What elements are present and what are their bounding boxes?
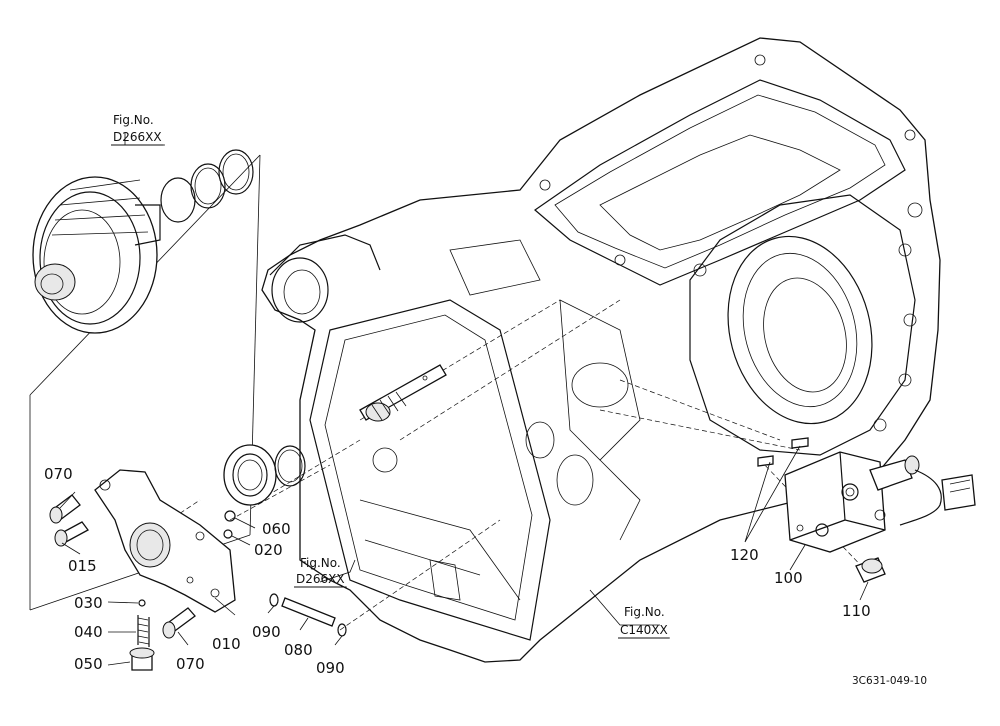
shaft [359,364,447,422]
fasteners [49,437,886,671]
fig-right-line1: Fig.No. [624,605,665,619]
fig-mid-line2: D266XX [296,572,345,586]
lever-arm [94,469,236,613]
valve-block [784,451,976,553]
transmission-case [261,37,941,663]
part-label-060[interactable]: 060 [262,520,291,538]
part-label-080[interactable]: 080 [284,641,313,659]
part-label-090-upper[interactable]: 090 [252,623,281,641]
part-label-090-lower[interactable]: 090 [316,659,345,677]
figure-reference-top[interactable]: Fig.No. D266XX [111,113,164,146]
part-label-050[interactable]: 050 [74,655,103,673]
part-label-010[interactable]: 010 [212,635,241,653]
part-label-015[interactable]: 015 [68,557,97,575]
figure-reference-mid[interactable]: Fig.No. D266XX [294,556,347,588]
fig-top-line1: Fig.No. [113,113,154,127]
part-label-040[interactable]: 040 [74,623,103,641]
clutch-pack-assembly [32,149,254,334]
fig-right-line2: C140XX [620,623,668,637]
part-label-070-upper[interactable]: 070 [44,465,73,483]
bearing [223,444,306,506]
figure-reference-right[interactable]: Fig.No. C140XX [618,605,670,639]
drawing-code: 3C631-049-10 [852,675,927,687]
part-label-020[interactable]: 020 [254,541,283,559]
part-label-120[interactable]: 120 [730,546,759,564]
part-label-030[interactable]: 030 [74,594,103,612]
part-label-100[interactable]: 100 [774,569,803,587]
fig-top-line2: D266XX [113,130,162,144]
part-label-070-lower[interactable]: 070 [176,655,205,673]
part-label-110[interactable]: 110 [842,602,871,620]
fig-mid-line1: Fig.No. [300,556,341,570]
part-callouts: 070 015 060 020 030 040 050 070 010 090 … [44,465,871,677]
